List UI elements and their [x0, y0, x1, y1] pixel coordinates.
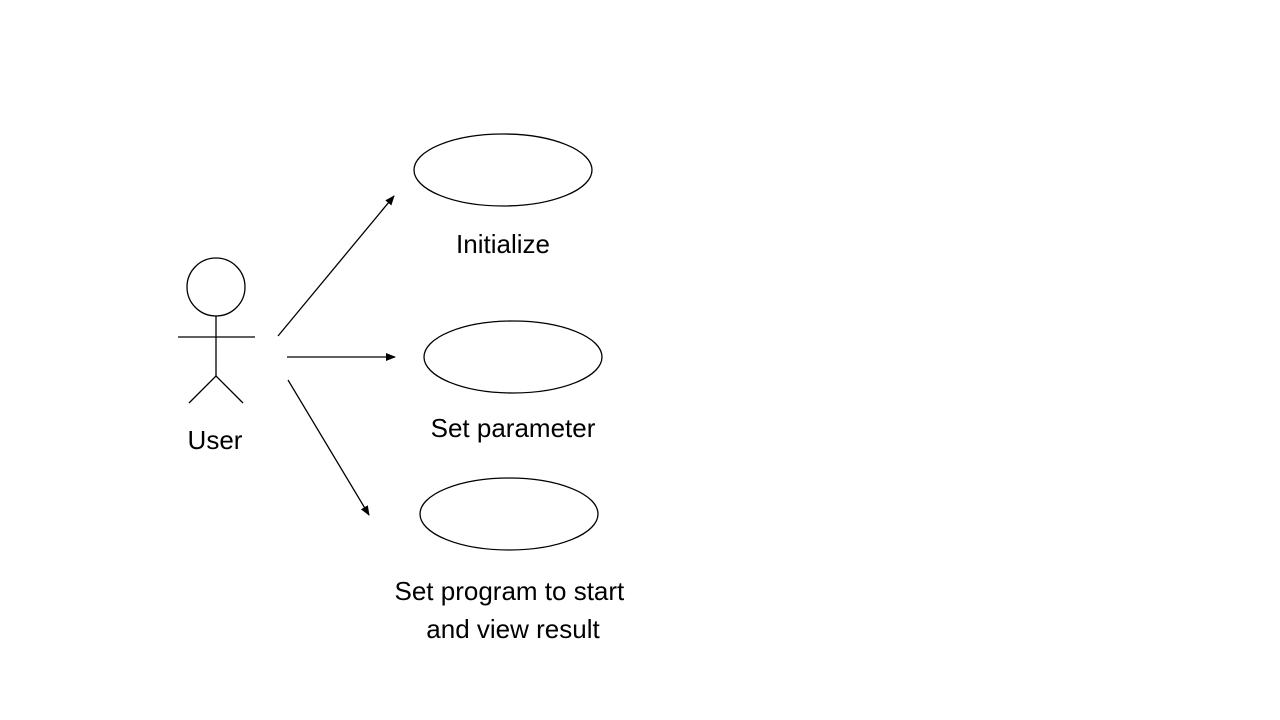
use-case-label: Set program to start and view result [395, 576, 632, 644]
use-case-label-line: Set program to start [395, 576, 626, 606]
associations [277, 195, 396, 516]
association-arrow-initialize [277, 195, 395, 337]
stick-figure-icon [178, 257, 255, 404]
use-case-set-parameter: Set parameter [423, 320, 603, 443]
use-case-ellipse [419, 477, 599, 551]
actor-user: User [178, 257, 255, 455]
use-case-ellipse [413, 133, 593, 207]
use-case-label: Initialize [456, 229, 550, 259]
use-case-ellipse [423, 320, 603, 394]
use-case-label-line: and view result [426, 614, 600, 644]
use-case-initialize: Initialize [413, 133, 593, 259]
use-case-start-program: Set program to start and view result [395, 477, 632, 644]
association-arrow-start-program [287, 379, 370, 516]
actor-label: User [188, 425, 243, 455]
use-case-label: Set parameter [431, 413, 596, 443]
